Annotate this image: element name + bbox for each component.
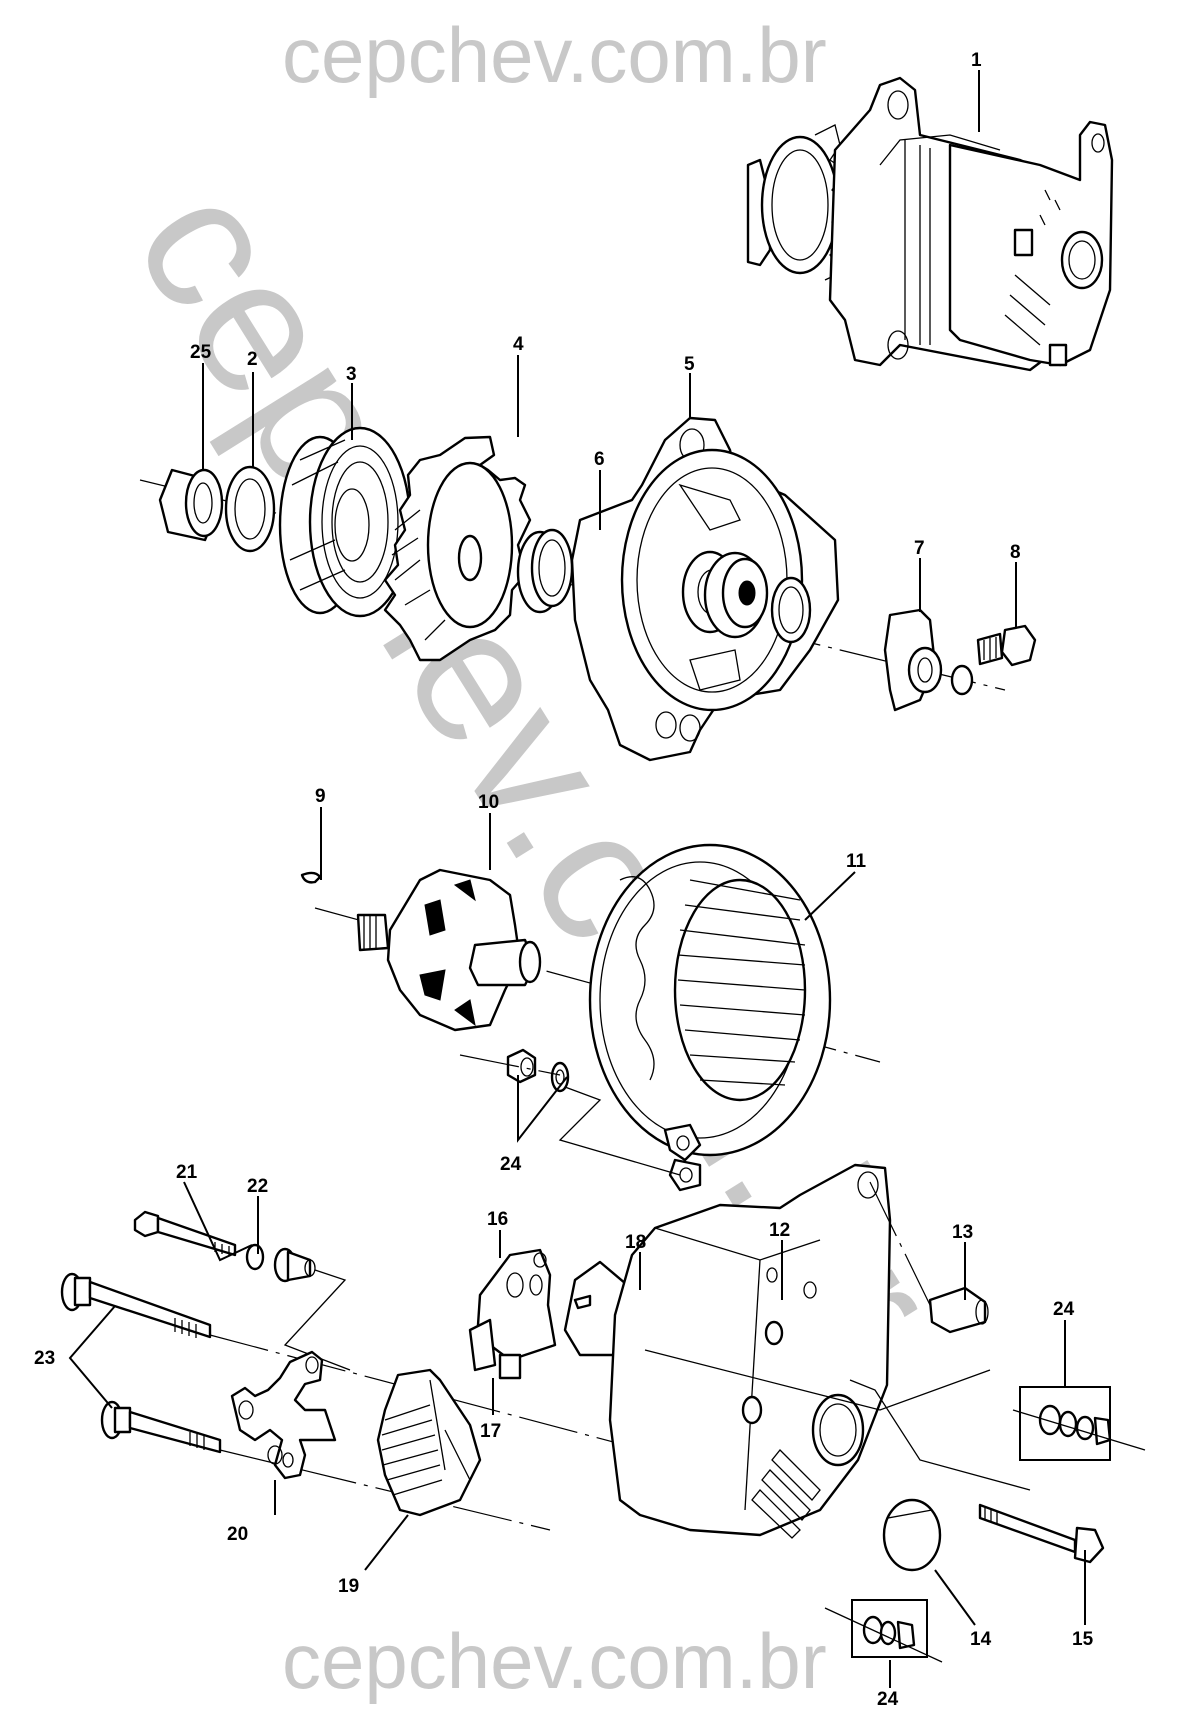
part-10-rotor bbox=[356, 868, 542, 1032]
part-19-rectifier-bridge bbox=[376, 1368, 482, 1517]
callout-8: 8 bbox=[1010, 542, 1021, 563]
part-4-fan bbox=[383, 435, 532, 662]
callout-16: 16 bbox=[487, 1209, 508, 1230]
leader-24a-to-stator bbox=[558, 1086, 681, 1176]
axis-15 bbox=[849, 1379, 1031, 1491]
part-16-brush-holder bbox=[468, 1248, 557, 1380]
part-5-drive-end-frame bbox=[570, 416, 840, 762]
callout-21: 21 bbox=[176, 1162, 198, 1183]
axis-24a bbox=[459, 1054, 561, 1076]
callout-10: 10 bbox=[478, 792, 499, 813]
part-12-slip-ring-end-frame bbox=[608, 1163, 892, 1539]
part-8-retainer-screw bbox=[976, 624, 1037, 667]
axis-12 bbox=[644, 1349, 991, 1411]
part-1-alternator-assembly bbox=[746, 76, 1114, 372]
callout-7: 7 bbox=[914, 538, 925, 559]
callout-1: 1 bbox=[971, 50, 982, 71]
watermark-bottom: cepchev.com.br bbox=[282, 1617, 827, 1705]
callout-24b: 24 bbox=[1053, 1299, 1075, 1320]
axis-13 bbox=[869, 1181, 931, 1306]
callout-14: 14 bbox=[970, 1629, 992, 1650]
part-20-insulator-plate bbox=[230, 1350, 337, 1480]
callout-5: 5 bbox=[684, 354, 695, 375]
part-seal-ring bbox=[770, 576, 812, 644]
callout-17: 17 bbox=[480, 1421, 501, 1442]
part-24a-nut-and-washer bbox=[506, 1048, 570, 1093]
part-25-pulley-nut bbox=[158, 468, 224, 542]
callout-4: 4 bbox=[513, 334, 524, 355]
callout-15: 15 bbox=[1072, 1629, 1094, 1650]
part-22-insulating-sleeve bbox=[273, 1247, 316, 1283]
callout-12: 12 bbox=[769, 1220, 790, 1241]
part-14-end-cap bbox=[882, 1498, 942, 1572]
part-21-screw-and-washer bbox=[133, 1210, 265, 1271]
callout-24c: 24 bbox=[877, 1689, 899, 1710]
callout-2: 2 bbox=[247, 349, 258, 370]
part-2-washer bbox=[224, 465, 276, 553]
callout-24a: 24 bbox=[500, 1154, 522, 1175]
callout-3: 3 bbox=[346, 364, 357, 385]
callout-22: 22 bbox=[247, 1176, 268, 1197]
callout-11: 11 bbox=[846, 851, 867, 872]
callout-18: 18 bbox=[625, 1232, 646, 1253]
part-9-key bbox=[300, 871, 322, 884]
callout-13: 13 bbox=[952, 1222, 973, 1243]
part-7-bearing-retainer bbox=[883, 608, 974, 712]
watermark-top: cepchev.com.br bbox=[282, 11, 827, 99]
callout-20: 20 bbox=[227, 1524, 248, 1545]
leader-lines bbox=[68, 70, 1086, 1688]
callout-9: 9 bbox=[315, 786, 326, 807]
callout-19: 19 bbox=[338, 1576, 359, 1597]
part-24c-terminal-hardware-kit-lower bbox=[824, 1599, 943, 1663]
part-15-through-bolt bbox=[978, 1503, 1105, 1564]
part-24b-terminal-hardware-kit-upper bbox=[1012, 1386, 1146, 1461]
part-11-stator bbox=[588, 843, 832, 1192]
callout-25: 25 bbox=[190, 342, 212, 363]
part-6-spacer-collar bbox=[516, 528, 574, 614]
callout-6: 6 bbox=[594, 449, 605, 470]
callout-23: 23 bbox=[34, 1348, 55, 1369]
part-23-long-screws bbox=[60, 1272, 222, 1454]
